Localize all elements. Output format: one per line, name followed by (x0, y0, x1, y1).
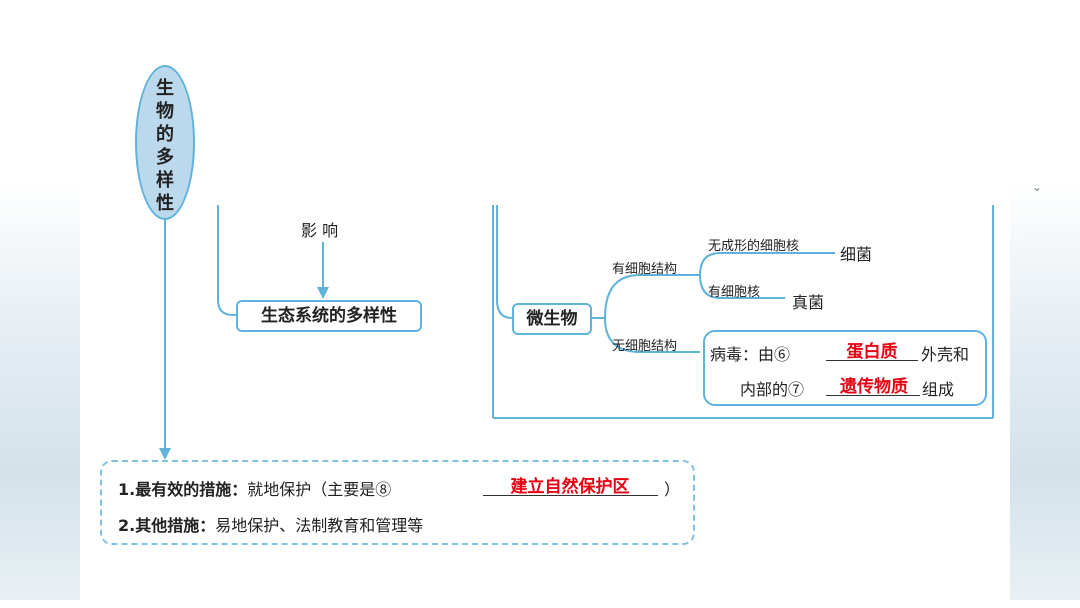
measure-1-label: 1.最有效的措施： (118, 480, 247, 499)
measure-2-label: 2.其他措施： (118, 516, 215, 535)
root-char: 性 (137, 192, 193, 215)
answer-7-underline (826, 395, 920, 396)
measure-1: 1.最有效的措施：就地保护（主要是⑧ (118, 476, 391, 500)
answer-6: 蛋白质 (828, 337, 916, 362)
root-char: 生 (137, 77, 193, 100)
virus-line2-suffix: 组成 (922, 376, 954, 400)
bacteria-label: 细菌 (840, 241, 872, 265)
root-char: 的 (137, 123, 193, 146)
microbe-box: 微生物 (512, 303, 592, 335)
answer-6-underline (826, 360, 918, 361)
influence-label: 影 响 (301, 217, 338, 241)
virus-line1-prefix: 病毒：由⑥ (710, 341, 790, 365)
root-char: 物 (137, 100, 193, 123)
virus-line1-suffix: 外壳和 (921, 341, 969, 365)
fungi-label: 真菌 (792, 289, 824, 313)
has-nucleus-label: 有细胞核 (708, 281, 760, 300)
virus-line2-prefix: 内部的⑦ (740, 376, 804, 400)
no-nucleus-label: 无成形的细胞核 (708, 235, 799, 254)
answer-8: 建立自然保护区 (485, 472, 655, 497)
measure-2: 2.其他措施：易地保护、法制教育和管理等 (118, 512, 423, 536)
root-char: 多 (137, 146, 193, 169)
answer-7: 遗传物质 (828, 372, 920, 397)
root-char: 样 (137, 169, 193, 192)
answer-8-underline (483, 495, 658, 496)
without-structure-label: 无细胞结构 (612, 335, 677, 354)
measure-1-text: 就地保护（主要是⑧ (247, 480, 391, 499)
measure-1-close: ） (664, 476, 680, 500)
ecosystem-diversity-box: 生态系统的多样性 (236, 300, 422, 332)
measure-2-text: 易地保护、法制教育和管理等 (215, 516, 423, 535)
root-node: 生 物 的 多 样 性 (135, 65, 195, 220)
with-structure-label: 有细胞结构 (612, 258, 677, 277)
